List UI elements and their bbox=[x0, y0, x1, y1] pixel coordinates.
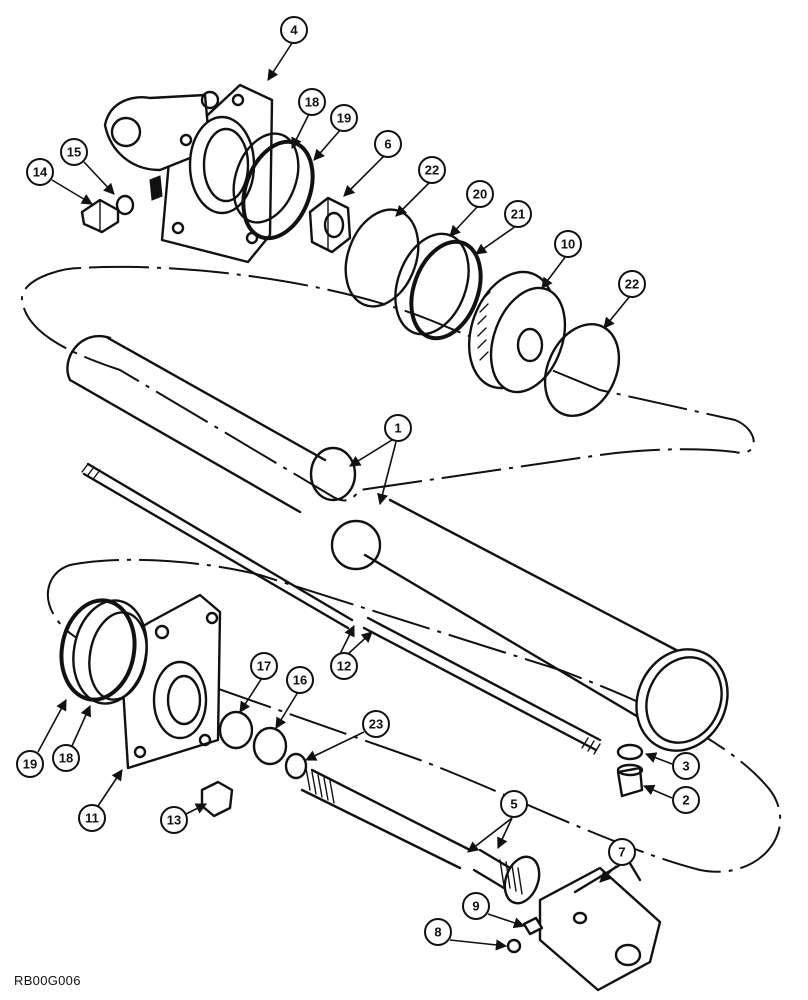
tie-rod bbox=[81, 462, 602, 755]
svg-text:18: 18 bbox=[59, 751, 73, 766]
callout-10: 10 bbox=[554, 230, 582, 258]
callout-2: 2 bbox=[672, 786, 700, 814]
callout-22-upper: 22 bbox=[418, 156, 446, 184]
callout-22-lower: 22 bbox=[618, 270, 646, 298]
callout-16: 16 bbox=[286, 666, 314, 694]
callout-18-upper: 18 bbox=[298, 88, 326, 116]
callout-18-lower: 18 bbox=[52, 744, 80, 772]
rod-clevis bbox=[538, 858, 662, 992]
ball-8 bbox=[506, 938, 522, 954]
svg-text:14: 14 bbox=[33, 165, 48, 180]
callout-15: 15 bbox=[60, 138, 88, 166]
svg-text:1: 1 bbox=[394, 421, 401, 436]
svg-text:22: 22 bbox=[425, 163, 439, 178]
svg-text:6: 6 bbox=[384, 137, 391, 152]
callout-1: 1 bbox=[384, 414, 412, 442]
svg-text:12: 12 bbox=[337, 659, 351, 674]
callout-21: 21 bbox=[504, 200, 532, 228]
svg-text:19: 19 bbox=[23, 757, 37, 772]
svg-text:13: 13 bbox=[167, 813, 181, 828]
svg-text:23: 23 bbox=[369, 717, 383, 732]
svg-text:5: 5 bbox=[510, 797, 517, 812]
callout-13: 13 bbox=[160, 806, 188, 834]
callout-6: 6 bbox=[374, 130, 402, 158]
piston bbox=[467, 270, 567, 394]
svg-text:21: 21 bbox=[511, 207, 525, 222]
callout-20: 20 bbox=[466, 180, 494, 208]
svg-text:15: 15 bbox=[67, 145, 81, 160]
svg-text:16: 16 bbox=[293, 673, 307, 688]
svg-text:11: 11 bbox=[85, 811, 99, 826]
nut-13 bbox=[200, 780, 234, 818]
piston-nut bbox=[308, 196, 352, 254]
seal-16 bbox=[252, 726, 288, 766]
callout-5: 5 bbox=[500, 790, 528, 818]
callout-23: 23 bbox=[362, 710, 390, 738]
port-plug bbox=[80, 194, 135, 234]
leader-lines bbox=[37, 39, 673, 951]
svg-text:22: 22 bbox=[625, 277, 639, 292]
svg-text:8: 8 bbox=[434, 925, 441, 940]
svg-text:10: 10 bbox=[561, 237, 575, 252]
callout-17: 17 bbox=[250, 652, 278, 680]
callout-14: 14 bbox=[26, 158, 54, 186]
piston-rod bbox=[300, 767, 541, 905]
ring-21 bbox=[409, 239, 483, 341]
callout-19-upper: 19 bbox=[330, 104, 358, 132]
plug-2 bbox=[616, 763, 644, 798]
svg-text:17: 17 bbox=[257, 659, 271, 674]
oring-23 bbox=[284, 752, 308, 780]
svg-text:3: 3 bbox=[682, 759, 689, 774]
figure-code: RB00G006 bbox=[14, 973, 81, 988]
callout-11: 11 bbox=[78, 804, 106, 832]
backup-ring-22-lower bbox=[543, 322, 621, 418]
svg-text:9: 9 bbox=[472, 899, 479, 914]
svg-text:19: 19 bbox=[337, 111, 351, 126]
wiper-17 bbox=[218, 710, 254, 750]
svg-text:4: 4 bbox=[290, 23, 298, 38]
callout-4: 4 bbox=[280, 16, 308, 44]
callout-9: 9 bbox=[462, 892, 490, 920]
cylinder-head-lower bbox=[59, 593, 222, 770]
callout-19-lower: 19 bbox=[16, 750, 44, 778]
callout-7: 7 bbox=[608, 838, 636, 866]
upper-envelope bbox=[20, 265, 755, 502]
callout-12: 12 bbox=[330, 652, 358, 680]
callout-8: 8 bbox=[424, 918, 452, 946]
svg-text:20: 20 bbox=[473, 187, 487, 202]
callout-3: 3 bbox=[672, 752, 700, 780]
ring-20 bbox=[394, 232, 470, 336]
oring-3 bbox=[616, 743, 644, 761]
svg-text:18: 18 bbox=[305, 95, 319, 110]
setscrew-9 bbox=[522, 916, 544, 936]
seal-18-upper bbox=[232, 132, 300, 224]
lower-envelope bbox=[46, 558, 782, 873]
cylinder-head-upper bbox=[103, 83, 274, 264]
svg-text:7: 7 bbox=[618, 845, 625, 860]
svg-text:2: 2 bbox=[682, 793, 689, 808]
cylinder-tube bbox=[66, 335, 729, 752]
